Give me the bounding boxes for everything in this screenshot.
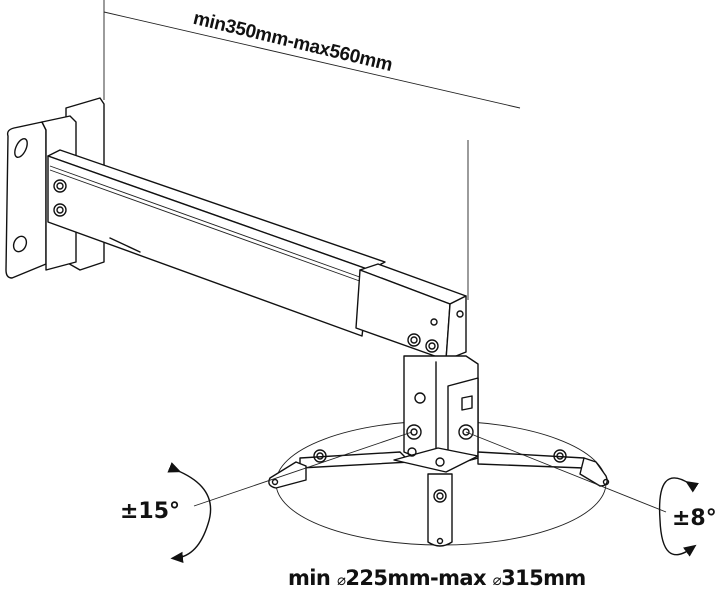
diameter-max-value: 315mm [501,566,586,590]
tilt-arrow-icon [167,462,212,563]
diameter-min-value: 225mm-max [345,566,486,590]
telescopic-arm [47,149,386,337]
arm-dimension-line [103,0,521,300]
inner-arm [355,263,467,361]
swivel-leader-line [465,431,667,513]
tilt-joint [403,355,479,469]
diameter-min-prefix: min [288,566,331,590]
swivel-angle-label: ±8° [672,506,717,531]
diameter-symbol-icon: ⌀ [492,571,502,589]
swivel-arrow-icon [658,477,699,557]
tilt-angle-label: ±15° [120,499,181,524]
plate-diameter-label: min ⌀225mm-max ⌀315mm [288,566,586,590]
spider-mount [268,447,610,547]
diameter-symbol-icon: ⌀ [336,571,346,589]
tilt-leader-line [193,431,413,507]
